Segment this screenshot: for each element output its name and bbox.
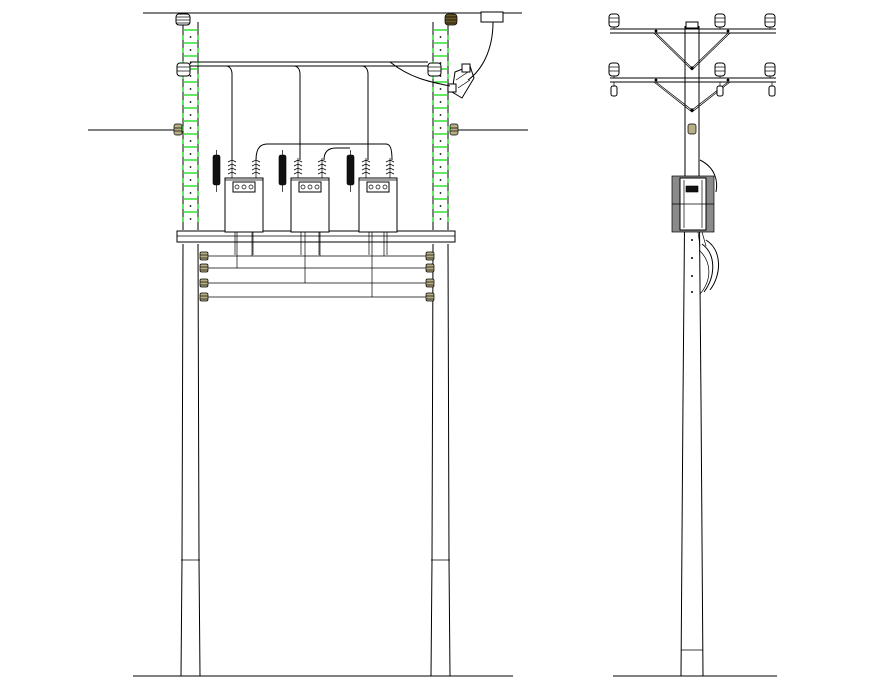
lv-feeder-line: [199, 278, 435, 288]
pole-step-mark: [432, 211, 449, 222]
suspension-insulator: [610, 82, 618, 97]
hv-bushing: [293, 158, 303, 178]
pin-insulator: [608, 13, 620, 29]
lv-connector: [425, 263, 435, 273]
pole-step-mark: [432, 42, 449, 53]
transformer: [212, 150, 264, 255]
surge-arrester: [278, 150, 287, 192]
lv-feeder-bus: [199, 232, 435, 302]
left-pole: [180, 22, 201, 677]
suspension-insulator: [716, 82, 724, 97]
pole-step-mark: [182, 185, 199, 196]
shackle-insulator-right: [449, 123, 459, 136]
pole-top-insulator-left: [175, 13, 191, 26]
pole-step-mark: [432, 185, 449, 196]
pin-insulator: [764, 62, 776, 78]
cutout-fuse-switch: [447, 11, 504, 99]
side-crossarm-upper: [610, 28, 776, 71]
hv-bushing: [317, 158, 327, 178]
hv-bushing: [251, 158, 261, 178]
lv-connector: [425, 292, 435, 302]
surge-arrester: [212, 150, 221, 192]
pin-insulator: [714, 13, 726, 29]
side-insulators: [608, 13, 776, 97]
pole-step-mark: [182, 211, 199, 222]
right-pole-step-marks: [432, 29, 449, 222]
pin-insulator: [608, 62, 620, 78]
pole-bolt: [691, 239, 693, 241]
surge-arrester: [346, 150, 355, 192]
pole-step-mark: [432, 198, 449, 209]
pole-step-mark: [182, 42, 199, 53]
pole-step-mark: [182, 29, 199, 40]
pole-insulator-right-mid: [427, 62, 442, 77]
pole-step-mark: [182, 172, 199, 183]
pole-step-mark: [182, 159, 199, 170]
side-elevation: [608, 13, 777, 677]
side-transformer: [671, 159, 719, 295]
hv-jumpers: [190, 61, 451, 161]
lv-connector: [199, 263, 209, 273]
pole-step-mark: [432, 120, 449, 131]
pole-step-mark: [182, 120, 199, 131]
pole-step-mark: [432, 29, 449, 40]
transformer-platform: [176, 230, 456, 243]
pole-step-mark: [432, 94, 449, 105]
transformer: [278, 150, 330, 255]
shackle-insulator-left: [173, 123, 183, 136]
hv-bushing: [385, 158, 395, 178]
hv-bushing: [361, 158, 371, 178]
pole-step-mark: [182, 198, 199, 209]
lv-feeder-line: [199, 251, 435, 261]
lv-feeder-line: [199, 292, 435, 302]
suspension-insulator: [768, 82, 776, 97]
pole-step-mark: [182, 81, 199, 92]
pin-insulator: [714, 62, 726, 78]
pole-bolt: [691, 275, 693, 277]
front-elevation: [88, 11, 528, 677]
lv-connector: [199, 278, 209, 288]
pole-step-mark: [432, 107, 449, 118]
lv-connector: [199, 251, 209, 261]
pole-step-mark: [182, 133, 199, 144]
pole-step-mark: [432, 133, 449, 144]
side-pole-clamp: [687, 123, 697, 135]
pole-step-mark: [182, 107, 199, 118]
pole-step-mark: [182, 94, 199, 105]
lv-feeder-line: [199, 263, 435, 273]
pole-step-mark: [432, 159, 449, 170]
pin-insulator: [764, 13, 776, 29]
pole-bolt: [691, 291, 693, 293]
pole-step-mark: [432, 146, 449, 157]
side-pole: [680, 21, 704, 677]
right-pole: [430, 22, 451, 677]
lv-connector: [425, 251, 435, 261]
pole-top-insulator-right: [444, 13, 458, 26]
hv-bushing: [227, 158, 237, 178]
left-pole-step-marks: [182, 29, 199, 222]
side-pole-bolts: [691, 239, 693, 293]
transformer: [346, 150, 398, 255]
side-crossarm-lower: [610, 77, 776, 113]
lv-connector: [425, 278, 435, 288]
transformer-bank: [212, 150, 398, 255]
pole-step-mark: [432, 172, 449, 183]
pole-step-mark: [182, 146, 199, 157]
pole-insulator-left-mid: [176, 62, 191, 77]
lv-connector: [199, 292, 209, 302]
pole-bolt: [691, 257, 693, 259]
